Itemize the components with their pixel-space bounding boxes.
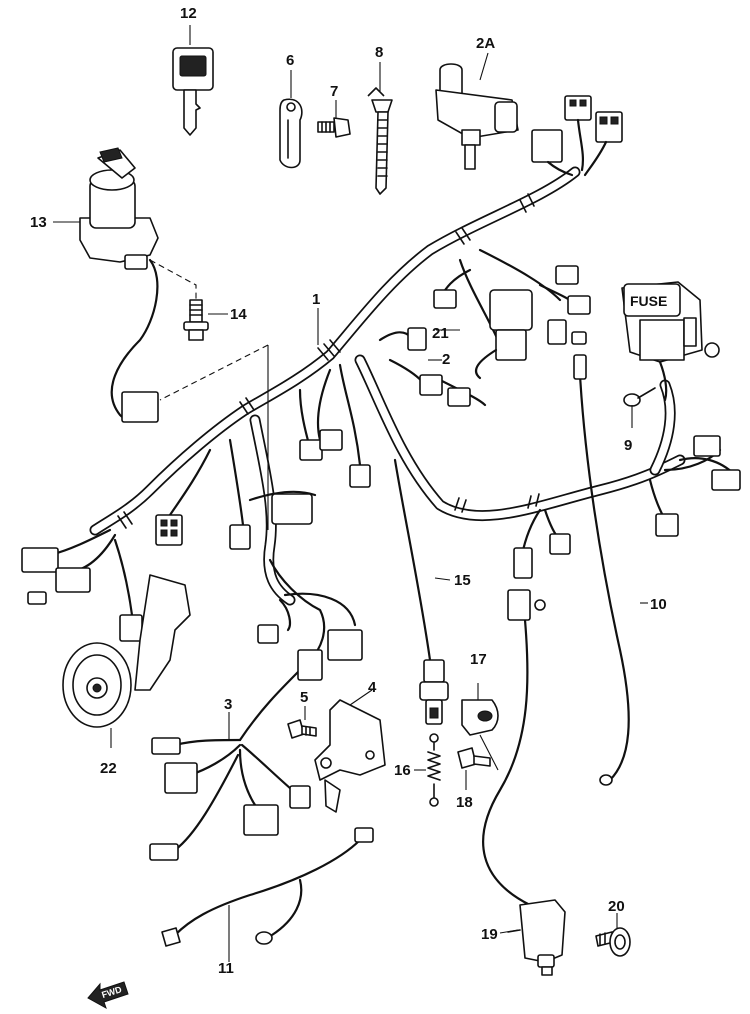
- leader-lines: [53, 25, 648, 962]
- callout-14: 14: [230, 306, 247, 323]
- bolt-part-5: [287, 719, 317, 739]
- callout-6: 6: [286, 52, 295, 69]
- callout-19: 19: [481, 926, 498, 943]
- clamp-part-6: [279, 98, 303, 169]
- callout-7: 7: [330, 83, 339, 100]
- horn-part-22: [62, 574, 191, 728]
- sub-harness-part-3: [149, 737, 311, 861]
- callout-13: 13: [30, 214, 47, 231]
- bolt-part-7: [317, 117, 351, 138]
- ignition-switch: [79, 147, 159, 270]
- forward-direction-arrow: FWD: [87, 981, 129, 1010]
- bolt-part-18: [457, 747, 491, 769]
- leader-17-18: [479, 734, 499, 771]
- fuse-box-label: FUSE: [630, 293, 667, 309]
- fuse-box: FUSE: [621, 281, 720, 402]
- connector-cluster-top: [531, 95, 623, 177]
- bracket-part-4: [314, 699, 386, 813]
- callout-9: 9: [624, 437, 633, 454]
- callout-12: 12: [180, 5, 197, 22]
- callout-2: 2: [442, 351, 451, 368]
- ground-lead-part-10: [599, 774, 613, 786]
- callout-10: 10: [650, 596, 667, 613]
- brake-switch-part-15: [419, 659, 449, 725]
- callout-16: 16: [394, 762, 411, 779]
- callout-15: 15: [454, 572, 471, 589]
- screw-part-9: [623, 387, 656, 407]
- callout-3: 3: [224, 696, 233, 713]
- clamp-part-17: [461, 699, 499, 736]
- harness-connectors: [21, 265, 741, 681]
- spring-part-16: [427, 733, 441, 807]
- callout-18: 18: [456, 794, 473, 811]
- relay-part-2a: [435, 63, 519, 170]
- leader-13-14: [149, 259, 197, 300]
- switch-part-19: [507, 899, 566, 976]
- callout-22: 22: [100, 760, 117, 777]
- callout-11: 11: [218, 960, 234, 977]
- main-wiring-harness: [89, 166, 686, 606]
- cable-tie-part-8: [367, 87, 393, 195]
- callout-5: 5: [300, 689, 309, 706]
- callout-1: 1: [312, 291, 321, 308]
- relay-part-21: [474, 289, 533, 380]
- callout-21: 21: [432, 325, 449, 342]
- callout-20: 20: [608, 898, 625, 915]
- ignition-key: [172, 47, 214, 136]
- callout-17: 17: [470, 651, 487, 668]
- screw-part-14: [183, 299, 209, 341]
- callout-8: 8: [375, 44, 384, 61]
- screw-part-20: [595, 927, 631, 957]
- callout-4: 4: [368, 679, 377, 696]
- callout-2a: 2A: [476, 35, 496, 52]
- lead-wire-part-11: [161, 827, 374, 947]
